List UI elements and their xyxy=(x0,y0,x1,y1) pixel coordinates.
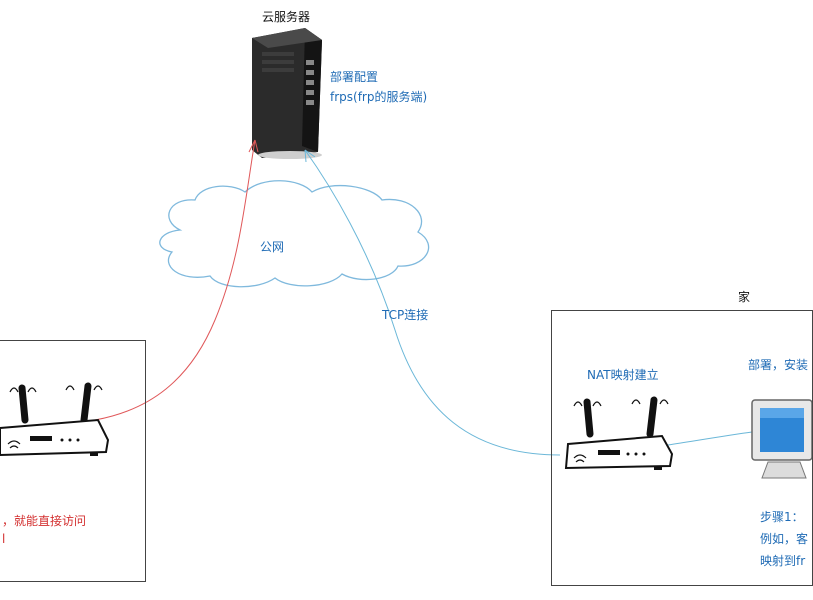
home-deploy-label: 部署，安装 xyxy=(748,358,809,372)
lan-line xyxy=(667,431,753,446)
home-step-line3: 映射到fr xyxy=(760,554,806,568)
server-title: 云服务器 xyxy=(262,10,311,24)
tcp-connection-label: TCP连接 xyxy=(382,308,429,322)
home-title: 家 xyxy=(738,290,751,304)
server-icon xyxy=(252,28,322,159)
red-arrowhead xyxy=(248,139,259,153)
remote-network-box xyxy=(0,340,146,582)
computer-icon xyxy=(751,399,813,479)
nat-label: NAT映射建立 xyxy=(587,368,659,382)
remote-note-line1: ，就能直接访问 xyxy=(2,514,87,528)
tcp-arrowhead xyxy=(304,149,316,163)
server-deploy-line2: frps(frp的服务端) xyxy=(330,90,428,104)
cloud-label: 公网 xyxy=(260,240,285,254)
home-step-line2: 例如，客 xyxy=(760,532,809,546)
left-router-icon xyxy=(0,382,110,457)
remote-note-line2: l xyxy=(2,532,6,546)
server-deploy-line1: 部署配置 xyxy=(330,70,379,84)
tcp-connection-line xyxy=(304,149,561,456)
red-connection-line xyxy=(94,139,256,421)
home-step-line1: 步骤1： xyxy=(760,510,804,524)
cloud-shape xyxy=(159,180,430,288)
right-router-icon xyxy=(564,396,674,470)
